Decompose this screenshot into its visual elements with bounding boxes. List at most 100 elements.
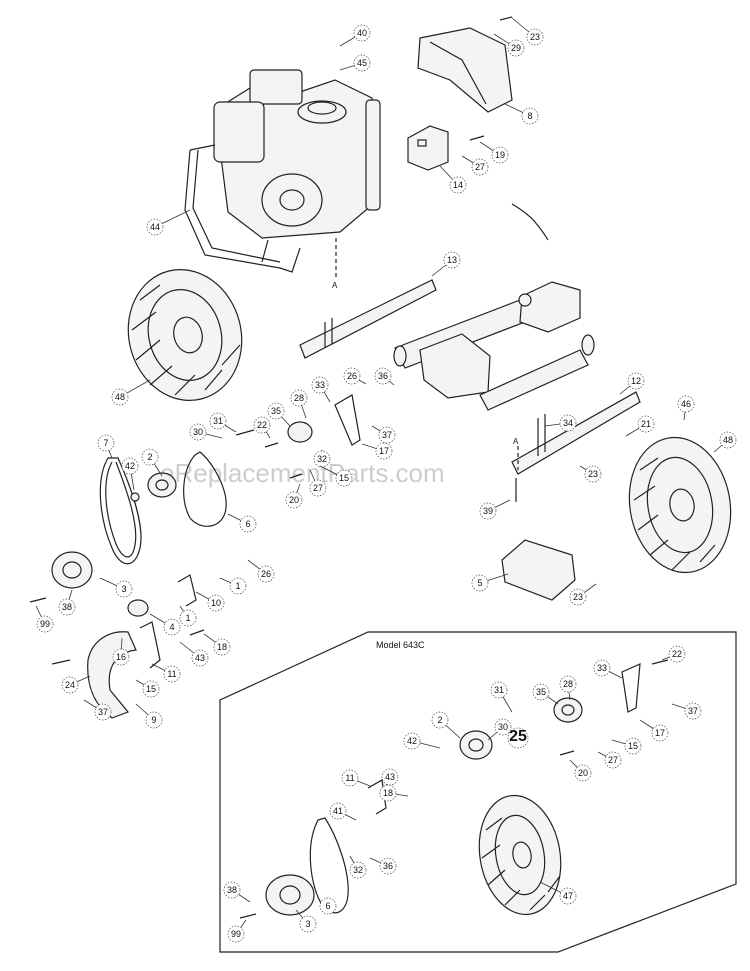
inset-callout-circle <box>593 659 611 677</box>
inset-callout-circle <box>379 784 397 802</box>
inset-callout-33: 33 <box>593 659 623 679</box>
callout-39: 39 <box>479 499 511 520</box>
inset-callout-number: 37 <box>688 706 698 716</box>
callout-37: 37 <box>371 425 396 444</box>
inset-callout-circle <box>624 737 642 755</box>
inset-callout-47: 47 <box>539 881 577 905</box>
callout-28: 28 <box>290 389 308 419</box>
callout-36: 36 <box>374 367 395 386</box>
inset-callout-circle <box>604 751 622 769</box>
callout-34: 34 <box>544 414 577 432</box>
inset-callout-32: 32 <box>349 855 367 879</box>
fasteners <box>29 16 517 665</box>
mounting-bracket <box>407 125 449 171</box>
callout-circle <box>112 648 130 666</box>
inset-callout-17: 17 <box>639 719 669 742</box>
inset-callout-circle <box>668 645 686 663</box>
inset-callout-18: 18 <box>379 784 409 802</box>
callout-26: 26 <box>343 367 367 385</box>
inset-callout-number: 20 <box>578 768 588 778</box>
callout-11: 11 <box>151 663 181 683</box>
inset-callout-circle <box>507 727 529 749</box>
callout-6: 6 <box>227 513 257 533</box>
callout-number: 33 <box>315 380 325 390</box>
callout-circle <box>309 479 327 497</box>
callout-circle <box>97 434 115 452</box>
callout-circle <box>121 457 139 475</box>
inset-callout-27: 27 <box>597 751 622 769</box>
callout-circle <box>353 24 371 42</box>
callout-circle <box>637 415 655 433</box>
pulley-guard <box>87 631 137 719</box>
callout-circle <box>163 618 181 636</box>
callout-40: 40 <box>339 24 371 47</box>
inset-callout-circle <box>319 897 337 915</box>
callout-circle <box>584 465 602 483</box>
inset-callout-circle <box>223 881 241 899</box>
callout-circle <box>719 431 737 449</box>
callout-circle <box>290 389 308 407</box>
callout-number: 37 <box>98 707 108 717</box>
callout-circle <box>115 580 133 598</box>
watermark-text: eReplacementParts.com <box>160 458 445 488</box>
inset-callout-number: 99 <box>231 929 241 939</box>
inset-callout-number: 17 <box>655 728 665 738</box>
callout-circle <box>521 107 539 125</box>
frame-rail-right: A <box>511 391 641 475</box>
callout-number: 23 <box>588 469 598 479</box>
inset-callout-number: 33 <box>597 663 607 673</box>
callout-number: 2 <box>147 452 152 462</box>
callout-number: 27 <box>475 162 485 172</box>
inset-callout-20: 20 <box>569 759 592 782</box>
callout-23: 23 <box>579 465 602 483</box>
inset-callout-circle <box>559 675 577 693</box>
inset-callout-number: 38 <box>227 885 237 895</box>
inset-callout-11: 11 <box>341 769 371 787</box>
callout-number: 23 <box>573 592 583 602</box>
inset-callout-number: 22 <box>672 649 682 659</box>
callout-number: 26 <box>347 371 357 381</box>
inset-callout-2: 2 <box>431 711 461 739</box>
inset-callout-6: 6 <box>319 897 337 915</box>
callout-number: 3 <box>121 584 126 594</box>
callout-15: 15 <box>135 679 160 698</box>
callout-44: 44 <box>146 209 191 236</box>
callout-circle <box>253 416 271 434</box>
callout-number: 24 <box>65 680 75 690</box>
wheel-right <box>628 436 732 574</box>
callout-48: 48 <box>713 431 737 453</box>
callout-circle <box>146 218 164 236</box>
callout-circle <box>443 251 461 269</box>
inset-callout-number: 32 <box>353 865 363 875</box>
callout-15: 15 <box>319 465 353 487</box>
callout-48: 48 <box>111 379 151 406</box>
callout-number: 42 <box>125 461 135 471</box>
callout-24: 24 <box>61 675 91 694</box>
callout-number: 28 <box>294 393 304 403</box>
callout-number: 29 <box>511 43 521 53</box>
inset-callout-circle <box>532 683 550 701</box>
callout-7: 7 <box>97 434 115 459</box>
wheel-left <box>127 269 243 401</box>
callout-circle <box>471 574 489 592</box>
callout-circle <box>207 594 225 612</box>
inset-callout-35: 35 <box>532 683 559 705</box>
inset-callout-number: 41 <box>333 806 343 816</box>
callout-number: 20 <box>289 495 299 505</box>
inset-callout-number: 31 <box>494 685 504 695</box>
callout-circle <box>343 367 361 385</box>
callout-number: 1 <box>185 613 190 623</box>
callout-circle <box>479 502 497 520</box>
inset-callout-number: 30 <box>498 722 508 732</box>
callout-circle <box>285 491 303 509</box>
inset-callout-circle <box>379 857 397 875</box>
callout-27: 27 <box>309 469 327 497</box>
shift-rod <box>139 621 161 669</box>
inset-callout-38: 38 <box>223 881 251 903</box>
inset-callout-number: 42 <box>407 736 417 746</box>
callout-number: 17 <box>379 446 389 456</box>
inset-callout-circle <box>431 711 449 729</box>
callout-18: 18 <box>203 633 231 656</box>
callout-number: 5 <box>477 578 482 588</box>
